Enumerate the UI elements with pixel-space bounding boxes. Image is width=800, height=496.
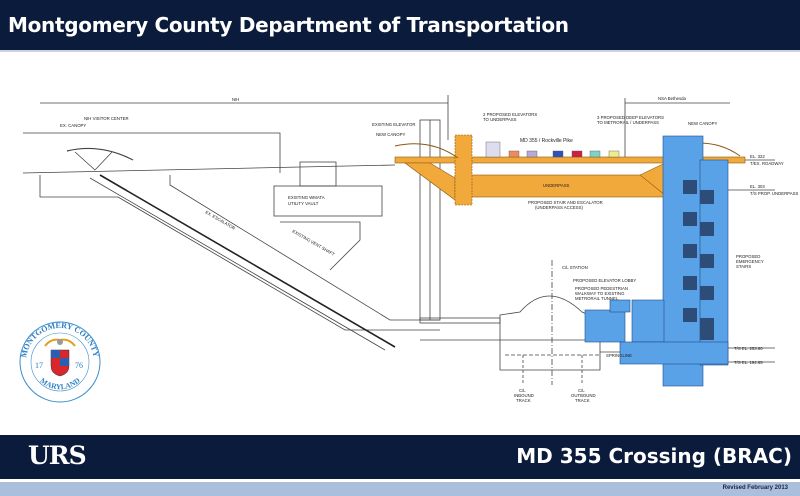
- elevator-lobby-label: PROPOSED ELEVATOR LOBBY: [573, 278, 636, 283]
- existing-canopy: [66, 147, 134, 161]
- walkway-label-3: METRORAIL TUNNEL: [575, 296, 619, 301]
- deep-elevators-label: 3 PROPOSED DEEP ELEVATORS: [597, 115, 664, 120]
- underpass-elev-label: T/S PROP. UNDERPASS: [750, 191, 798, 196]
- emergency-stairs-label-2: EMERGENCY: [736, 259, 764, 264]
- el-322-label: EL. 322: [750, 154, 765, 159]
- ground-line: [22, 164, 396, 174]
- roadway-label: T/EX. ROADWAY: [750, 161, 784, 166]
- vent-shaft-label: EXISTING VENT SHAFT: [292, 229, 336, 257]
- new-canopy-right-label: NEW CANOPY: [688, 121, 717, 126]
- ex-escalator-label: EX. ESCALATOR: [205, 210, 237, 231]
- stair-escalator-label: PROPOSED STAIR AND ESCALATOR: [528, 200, 603, 205]
- springline-label: SPRINGLINE: [606, 353, 632, 358]
- new-canopy-left-label: NEW CANOPY: [376, 132, 405, 137]
- nih-label: NIH: [232, 97, 239, 102]
- stair-escalator-label-2: (UNDERPASS ACCESS): [535, 205, 583, 210]
- cl-station-label: C/L STATION: [562, 265, 588, 270]
- existing-escalator: [99, 174, 396, 348]
- proposed-elevators-label-2: TO UNDERPASS: [483, 117, 517, 122]
- inbound-track-label-2: INBOUND: [514, 393, 534, 398]
- emergency-stairs: [683, 180, 714, 340]
- visitor-center-outline: [23, 132, 281, 173]
- utility-vault-label-2: UTILITY VAULT: [288, 201, 319, 206]
- proposed-elevators-label: 2 PROPOSED ELEVATORS: [483, 112, 537, 117]
- montgomery-county-seal: MONTGOMERY COUNTY MARYLAND 17 76: [19, 321, 101, 403]
- walkway-label: PROPOSED PEDESTRIAN: [575, 286, 628, 291]
- visitor-center-label: NIH VISITOR CENTER: [84, 116, 129, 121]
- footer-strip: Revised February 2013: [0, 482, 800, 496]
- el-253-label: T/S EL. 253.80: [734, 346, 763, 351]
- outbound-track-label-2: OUTBOUND: [571, 393, 596, 398]
- cross-section-diagram: NIH NSA Bethesda NIH VISITOR CENTER EX. …: [22, 95, 798, 403]
- ex-canopy-label: EX. CANOPY: [60, 123, 86, 128]
- outbound-track-label: C/L: [578, 388, 585, 393]
- nsa-label: NSA Bethesda: [658, 96, 687, 101]
- el-303-label: EL. 303: [750, 184, 765, 189]
- outbound-track-label-3: TRACK: [575, 398, 590, 403]
- urs-logo: URS: [28, 441, 87, 470]
- road-label: MD 355 / Rockville Pike: [520, 138, 573, 144]
- walkway-label-2: WALKWAY TO EXISTING: [575, 291, 625, 296]
- vehicles: [485, 141, 620, 158]
- page-title: Montgomery County Department of Transpor…: [8, 13, 569, 37]
- utility-vault-label: EXISTING WMATA: [288, 195, 325, 200]
- header-bar: Montgomery County Department of Transpor…: [0, 0, 800, 52]
- emergency-stairs-label: PROPOSED: [736, 254, 760, 259]
- proposed-elevator-shaft-left: [454, 134, 473, 206]
- deep-elevators-label-2: TO METRORAIL / UNDERPASS: [597, 120, 659, 125]
- seal-year-left: 17: [35, 361, 43, 370]
- footer-bar: URS MD 355 Crossing (BRAC): [0, 435, 800, 479]
- inbound-track-label-3: TRACK: [516, 398, 531, 403]
- revision-date: Revised February 2013: [722, 485, 788, 491]
- el-194-label: T/S EL. 194.65: [734, 360, 763, 365]
- emergency-stairs-label-3: STAIRS: [736, 264, 751, 269]
- underpass-label: UNDERPASS: [543, 183, 570, 188]
- project-title: MD 355 Crossing (BRAC): [516, 444, 792, 468]
- inbound-track-label: C/L: [519, 388, 526, 393]
- seal-year-right: 76: [75, 361, 83, 370]
- existing-elevator-label: EXISTING ELEVATOR: [372, 122, 415, 127]
